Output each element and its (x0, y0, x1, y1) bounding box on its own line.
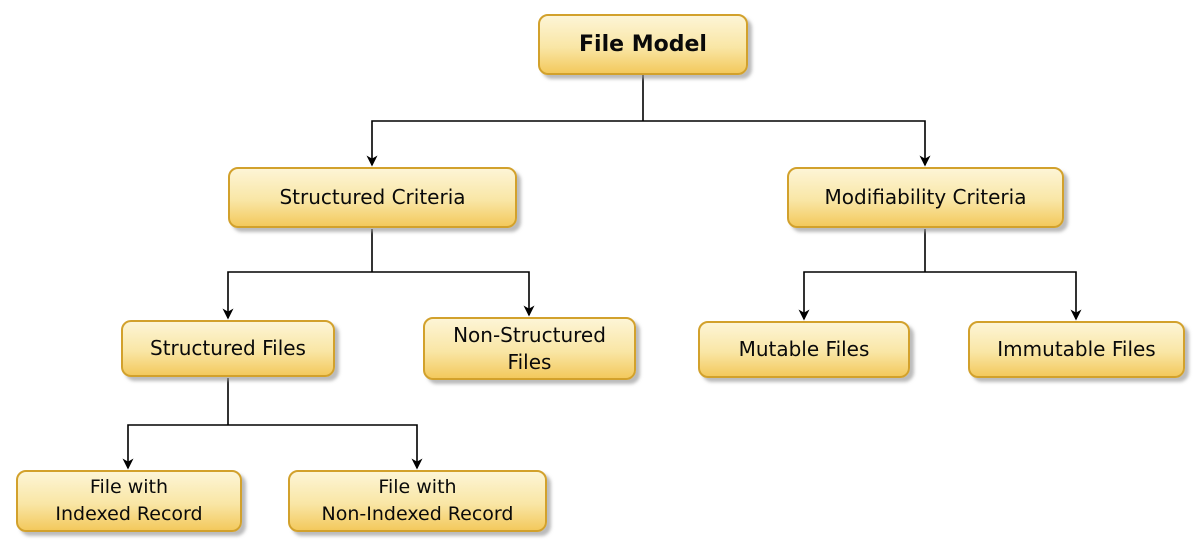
node-label: Structured Criteria (279, 185, 466, 209)
node-label: Modifiability Criteria (824, 185, 1027, 209)
node-label: Immutable Files (997, 337, 1156, 361)
node-label: Non-Structured Files (453, 322, 606, 374)
node-mutable-files: Mutable Files (698, 321, 910, 378)
node-non-structured-files: Non-Structured Files (423, 317, 636, 380)
connector-to-immutable-files (925, 271, 1082, 321)
node-structured-files: Structured Files (121, 320, 335, 377)
node-immutable-files: Immutable Files (968, 321, 1185, 378)
connector-to-structured-files (222, 271, 372, 320)
node-label: Mutable Files (738, 337, 870, 361)
connector-to-mutable-files (798, 271, 925, 321)
node-file-model: File Model (538, 14, 748, 75)
node-label: File with Non-Indexed Record (321, 476, 514, 525)
node-label: File Model (579, 32, 707, 57)
node-label: File with Indexed Record (55, 476, 203, 525)
connector-to-structured-criteria (366, 120, 643, 167)
node-label: Structured Files (150, 336, 306, 360)
connector-to-modifiability-criteria (643, 120, 931, 167)
node-file-with-indexed-record: File with Indexed Record (16, 470, 242, 532)
node-structured-criteria: Structured Criteria (228, 167, 517, 228)
connector-to-file-with-indexed-record (122, 424, 228, 470)
node-file-with-non-indexed-record: File with Non-Indexed Record (288, 470, 547, 532)
connector-to-non-structured-files (372, 271, 535, 317)
node-modifiability-criteria: Modifiability Criteria (787, 167, 1064, 228)
connector-to-file-with-non-indexed-record (228, 424, 423, 470)
